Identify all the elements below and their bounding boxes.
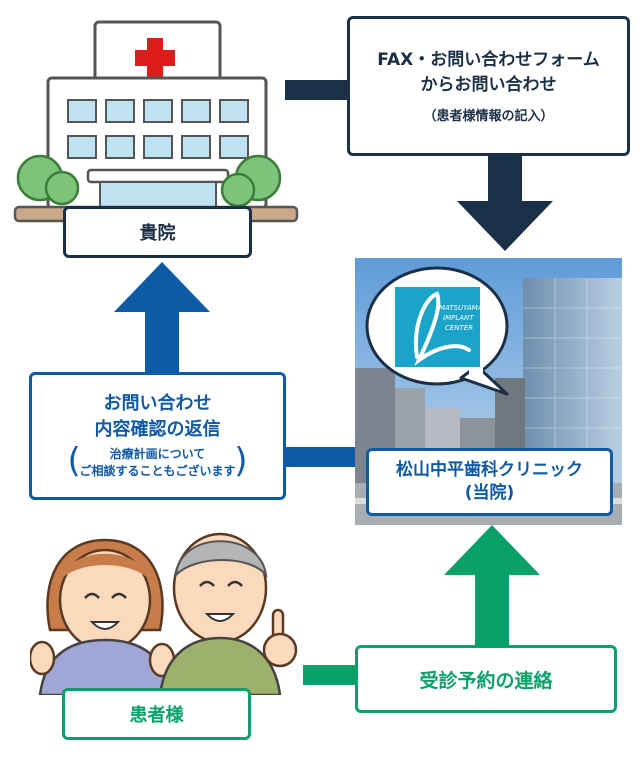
logo-text-2: IMPLANT: [443, 314, 474, 322]
reply-sub-wrap: ( 治療計画について ご相談することもございます ): [67, 440, 248, 481]
navy-connector-line: [285, 80, 350, 100]
blue-up-arrow: [114, 262, 210, 372]
logo-text-1: MATSUYAMA: [439, 304, 483, 312]
reply-line2: 内容確認の返信: [94, 418, 221, 440]
hospital-label: 貴院: [139, 223, 176, 244]
left-paren: (: [67, 440, 81, 481]
fax-note: （患者様情報の記入）: [423, 109, 554, 125]
patient-label: 患者様: [129, 705, 184, 726]
reply-sub2: ご相談することもございます: [79, 464, 236, 479]
reply-box: お問い合わせ 内容確認の返信 ( 治療計画について ご相談することもございます …: [29, 372, 286, 500]
fax-line2: からお問い合わせ: [420, 74, 557, 95]
patient-label-box: 患者様: [62, 688, 251, 740]
blue-connector-line: [283, 447, 355, 467]
green-connector-line: [303, 665, 357, 685]
appointment-box: 受診予約の連絡: [355, 645, 617, 713]
logo-speech-bubble: MATSUYAMA IMPLANT CENTER: [365, 266, 509, 396]
fax-line1: FAX・お問い合わせフォーム: [377, 49, 600, 70]
patients-illustration: [30, 532, 298, 695]
reply-sub1: 治療計画について: [109, 446, 206, 461]
clinic-label-line1: 松山中平歯科クリニック: [396, 460, 583, 481]
clinic-label-line2: (当院): [464, 483, 515, 503]
clinic-label-box: 松山中平歯科クリニック (当院): [366, 448, 613, 516]
appointment-label: 受診予約の連絡: [419, 669, 553, 692]
green-up-arrow: [444, 525, 540, 650]
logo-text-3: CENTER: [445, 324, 473, 332]
right-paren: ): [234, 440, 248, 481]
fax-inquiry-box: FAX・お問い合わせフォーム からお問い合わせ （患者様情報の記入）: [347, 16, 630, 156]
hospital-label-box: 貴院: [63, 206, 252, 258]
reply-line1: お問い合わせ: [103, 393, 212, 415]
navy-down-arrow: [457, 155, 553, 251]
